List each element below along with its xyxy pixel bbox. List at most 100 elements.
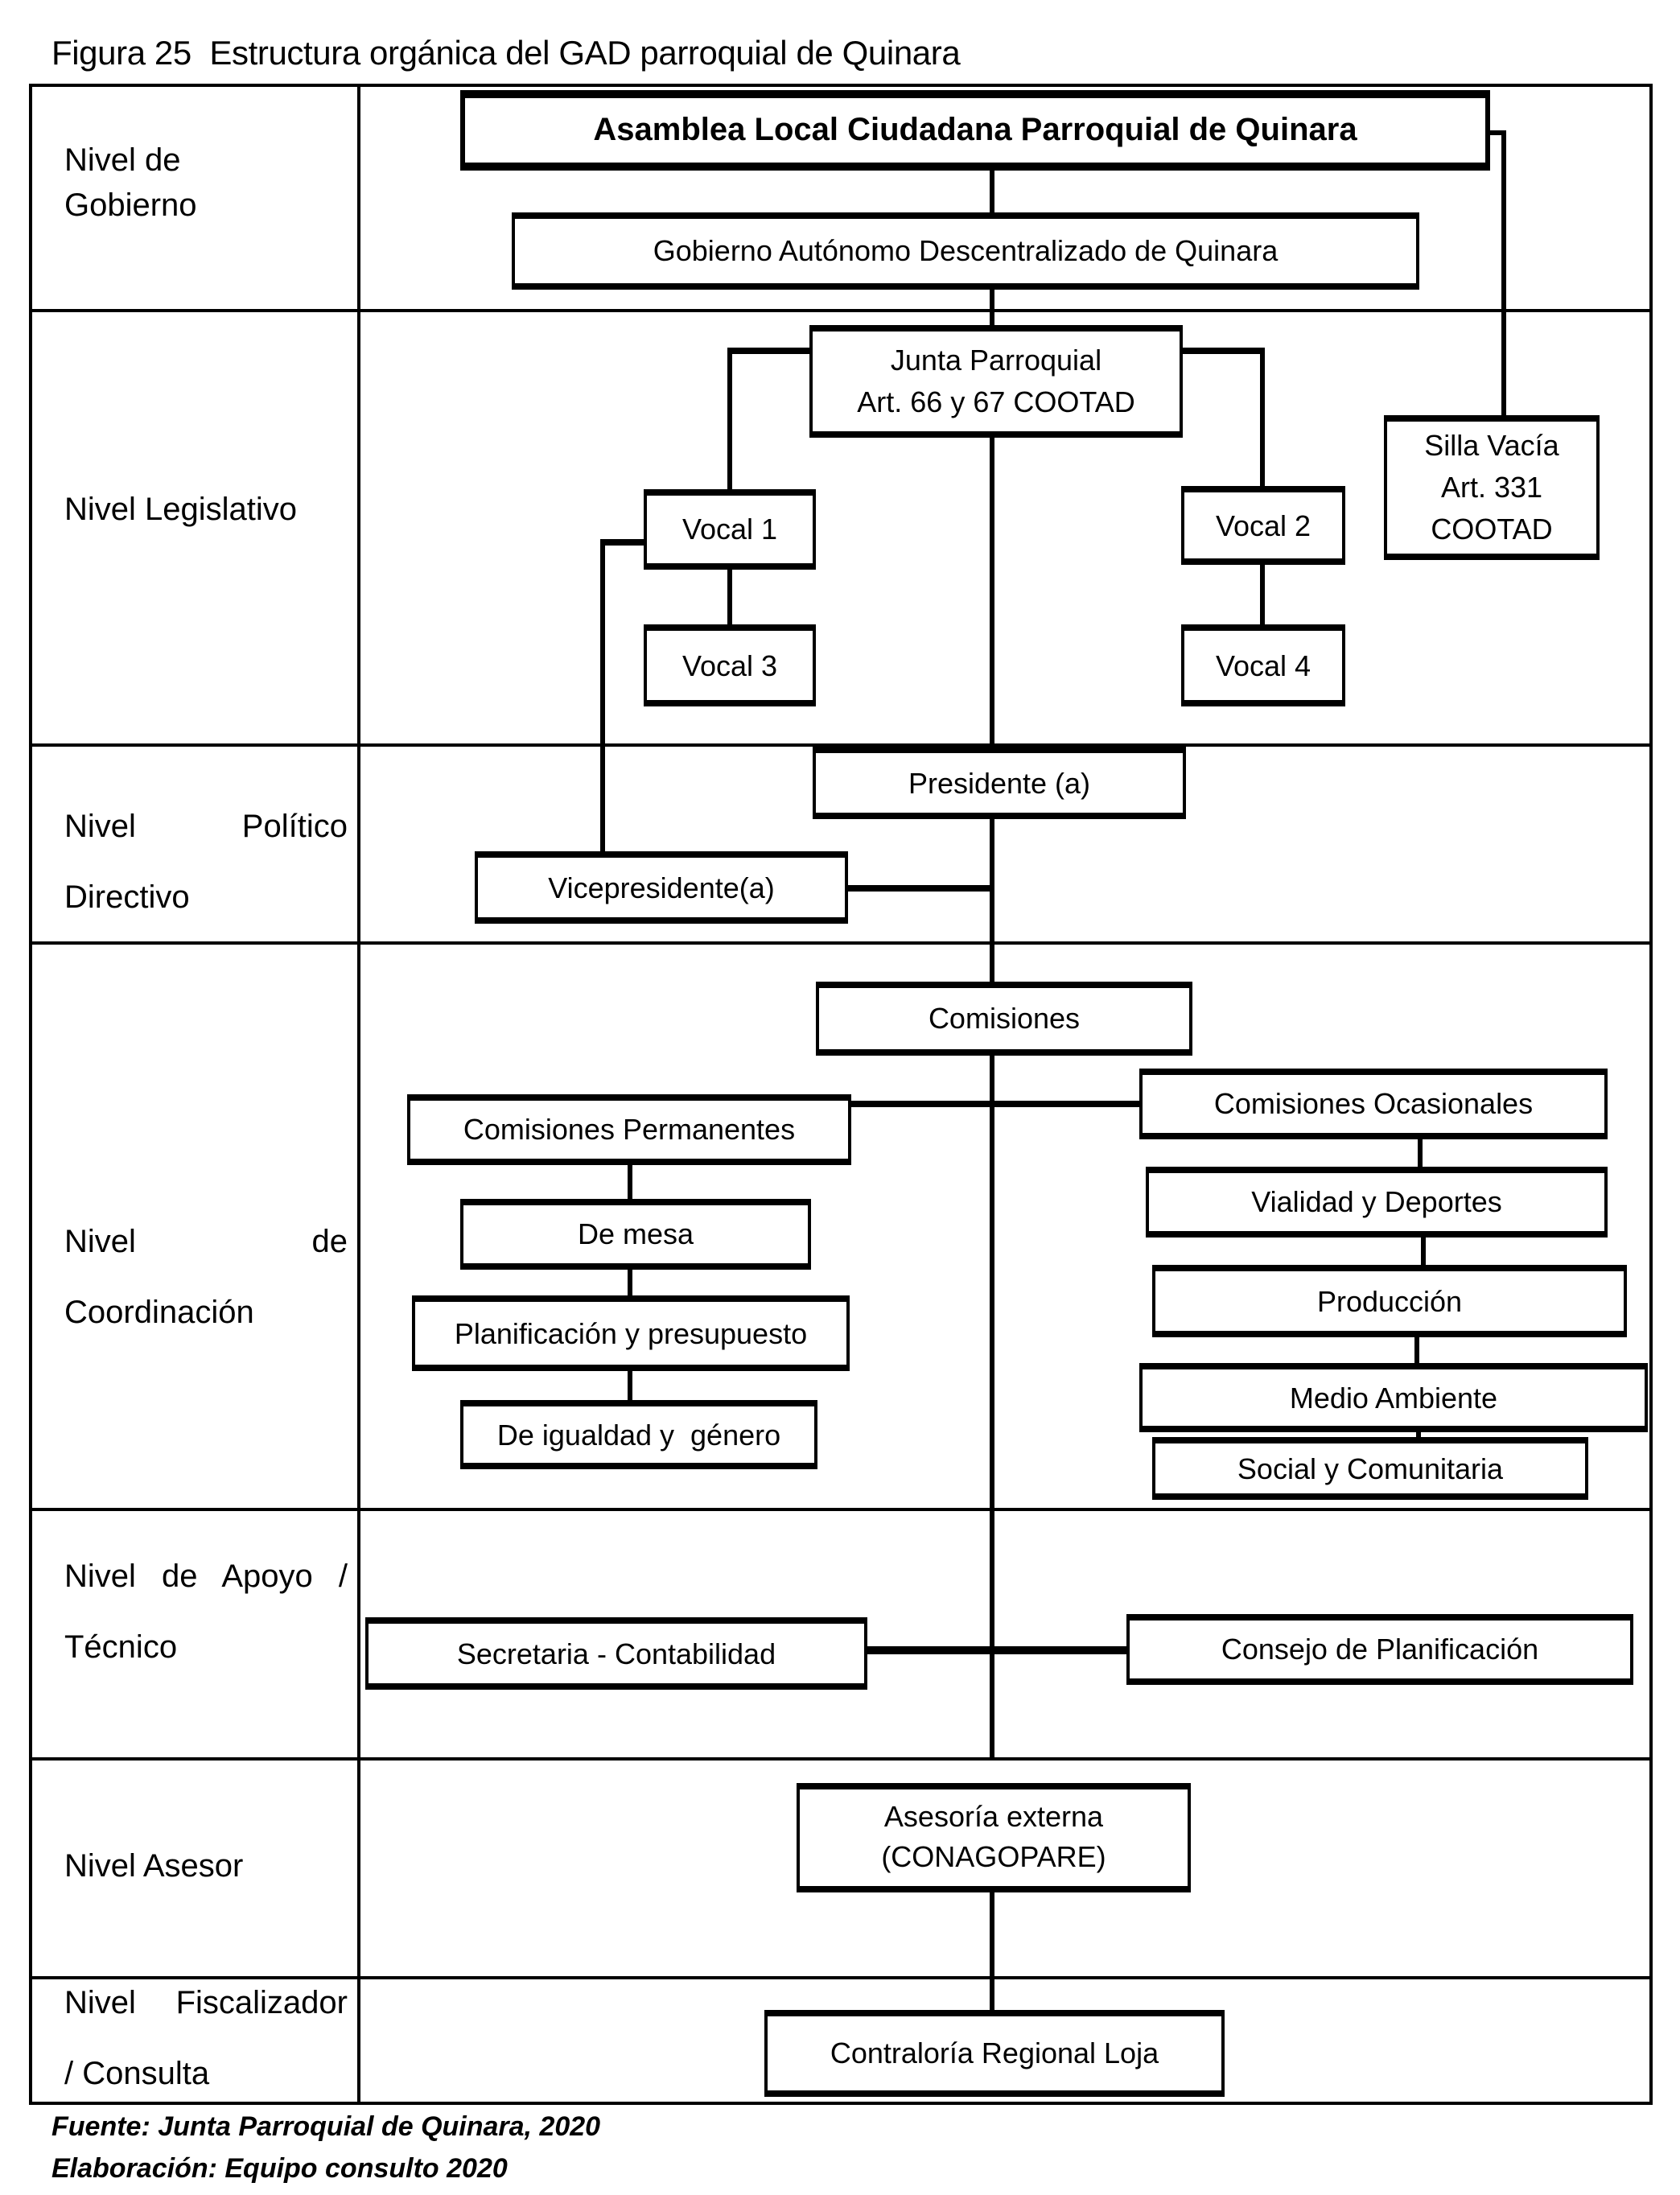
row-divider-2 [29, 743, 1653, 747]
node-asesoria-externa-line1: Asesoría externa [883, 1801, 1104, 1833]
row-divider-5 [29, 1757, 1653, 1761]
node-igualdad-genero-label: De igualdad y género [496, 1419, 781, 1451]
level-label-legislativo: Nivel Legislativo [64, 488, 348, 533]
node-vocal3-label: Vocal 3 [681, 649, 778, 682]
connector-produccion-medioambiente [1414, 1336, 1419, 1365]
level-label-fiscalizador: Nivel Fiscalizador / Consulta [64, 1984, 348, 2126]
node-vocal4-label: Vocal 4 [1215, 649, 1311, 682]
row-divider-6 [29, 1976, 1653, 1979]
connector-asamblea-silla-drop [1501, 130, 1506, 415]
node-social-comunitaria: Social y Comunitaria [1152, 1437, 1588, 1500]
column-divider [357, 84, 360, 2105]
node-comisiones-label: Comisiones [928, 1003, 1081, 1035]
connector-vocal2-vocal4 [1260, 563, 1265, 624]
node-de-mesa: De mesa [460, 1199, 811, 1270]
connector-comisiones-cross [850, 1101, 1141, 1107]
level-label-gobierno-line2: Gobierno [64, 188, 197, 224]
node-comisiones: Comisiones [816, 982, 1192, 1056]
connector-medioambiente-social [1416, 1431, 1421, 1440]
node-produccion-label: Producción [1316, 1285, 1463, 1317]
node-junta-line2: Art. 66 y 67 COOTAD [857, 386, 1135, 418]
level-label-apoyo: Nivel de Apoyo / Técnico [64, 1558, 348, 1699]
connector-vocal1-vice-drop [600, 539, 605, 853]
table-border-left [29, 84, 32, 2105]
node-junta-line1: Junta Parroquial [890, 344, 1102, 377]
node-vocal1: Vocal 1 [644, 489, 816, 570]
footer-fuente: Fuente: Junta Parroquial de Quinara, 202… [51, 2111, 601, 2142]
level-label-gobierno-line1: Nivel de [64, 143, 181, 179]
node-gobierno: Gobierno Autónomo Descentralizado de Qui… [512, 212, 1419, 290]
connector-permanentes-demesa [628, 1163, 632, 1200]
node-silla-vacia-line1: Silla Vacía [1424, 430, 1559, 462]
connector-junta-vocal1-drop [727, 348, 732, 489]
connector-vice-trunk [846, 885, 993, 892]
connector-vialidad-produccion [1421, 1236, 1426, 1266]
node-vicepresidente: Vicepresidente(a) [475, 851, 848, 924]
node-asesoria-externa-line2: (CONAGOPARE) [881, 1841, 1106, 1873]
level-label-coordinacion-line1: Nivel de [64, 1225, 348, 1260]
connector-junta-vocal1-stub [731, 348, 814, 354]
node-comisiones-permanentes: Comisiones Permanentes [407, 1094, 851, 1165]
node-planificacion-presupuesto-label: Planificación y presupuesto [454, 1317, 808, 1349]
table-border-right [1649, 84, 1653, 2105]
level-label-apoyo-line2: Técnico [64, 1630, 178, 1666]
node-junta: Junta Parroquial Art. 66 y 67 COOTAD [809, 325, 1183, 438]
node-vicepresidente-label: Vicepresidente(a) [548, 871, 775, 904]
level-label-asesor: Nivel Asesor [64, 1844, 348, 1889]
node-medio-ambiente-label: Medio Ambiente [1289, 1382, 1498, 1414]
node-asesoria-externa: Asesoría externa (CONAGOPARE) [797, 1783, 1191, 1892]
node-secretaria-label: Secretaria - Contabilidad [456, 1637, 776, 1670]
connector-vocal1-vocal3 [727, 566, 732, 624]
node-contraloria: Contraloría Regional Loja [764, 2010, 1225, 2097]
node-silla-vacia: Silla Vacía Art. 331 COOTAD [1384, 415, 1600, 560]
connector-asamblea-gobierno [990, 169, 994, 214]
node-de-mesa-label: De mesa [577, 1218, 694, 1250]
node-produccion: Producción [1152, 1265, 1627, 1337]
node-vocal3: Vocal 3 [644, 624, 816, 706]
connector-asamblea-silla-stub [1487, 130, 1506, 135]
node-silla-vacia-line3: COOTAD [1431, 513, 1553, 546]
node-secretaria: Secretaria - Contabilidad [365, 1617, 867, 1690]
connector-demesa-planificacion [628, 1268, 632, 1297]
node-vocal2-label: Vocal 2 [1215, 509, 1311, 542]
connector-secretaria-trunk [867, 1646, 993, 1654]
figure-title: Figura 25 Estructura orgánica del GAD pa… [51, 35, 961, 72]
level-label-gobierno: Nivel de Gobierno [64, 138, 348, 229]
row-divider-3 [29, 941, 1653, 945]
node-medio-ambiente: Medio Ambiente [1139, 1363, 1648, 1432]
node-social-comunitaria-label: Social y Comunitaria [1237, 1452, 1504, 1485]
node-asamblea: Asamblea Local Ciudadana Parroquial de Q… [460, 90, 1490, 171]
node-igualdad-genero: De igualdad y género [460, 1400, 817, 1469]
connector-asesoria-contraloria [990, 1891, 994, 2012]
level-label-legislativo-line1: Nivel Legislativo [64, 492, 298, 528]
node-presidente-label: Presidente (a) [908, 767, 1091, 799]
node-contraloria-label: Contraloría Regional Loja [830, 2037, 1159, 2069]
node-comisiones-permanentes-label: Comisiones Permanentes [463, 1114, 796, 1146]
level-label-politico-line1: Nivel Político [64, 809, 348, 845]
connector-vocal1-vice-stub [600, 539, 645, 546]
level-label-coordinacion: Nivel de Coordinación [64, 1223, 348, 1365]
row-divider-1 [29, 309, 1653, 312]
level-label-coordinacion-line2: Coordinación [64, 1295, 254, 1331]
table-border-top [29, 84, 1653, 87]
node-consejo-planificacion: Consejo de Planificación [1126, 1614, 1633, 1685]
node-presidente: Presidente (a) [813, 747, 1186, 819]
node-vialidad-deportes-label: Vialidad y Deportes [1251, 1186, 1502, 1218]
node-consejo-planificacion-label: Consejo de Planificación [1221, 1633, 1539, 1666]
node-comisiones-ocasionales: Comisiones Ocasionales [1139, 1069, 1608, 1139]
connector-ocasionales-vialidad [1418, 1138, 1423, 1168]
node-gobierno-label: Gobierno Autónomo Descentralizado de Qui… [653, 235, 1279, 267]
node-silla-vacia-line2: Art. 331 [1440, 472, 1543, 504]
level-label-politico: Nivel Político Directivo [64, 808, 348, 949]
connector-trunk-consejo [993, 1646, 1126, 1654]
node-asamblea-label: Asamblea Local Ciudadana Parroquial de Q… [593, 113, 1357, 148]
row-divider-4 [29, 1508, 1653, 1511]
level-label-apoyo-line1: Nivel de Apoyo / [64, 1559, 348, 1595]
level-label-asesor-line1: Nivel Asesor [64, 1849, 244, 1884]
node-vocal2: Vocal 2 [1181, 486, 1345, 565]
node-vocal4: Vocal 4 [1181, 624, 1345, 706]
node-vialidad-deportes: Vialidad y Deportes [1146, 1167, 1608, 1238]
level-label-fiscalizador-line2: / Consulta [64, 2057, 210, 2092]
node-comisiones-ocasionales-label: Comisiones Ocasionales [1213, 1088, 1534, 1120]
